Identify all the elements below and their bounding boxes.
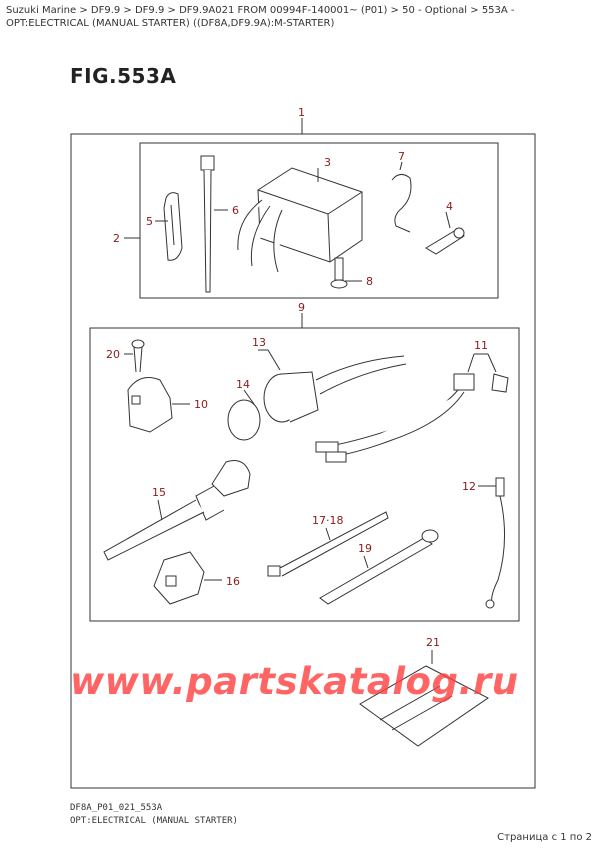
callout-13: 13 xyxy=(252,336,266,349)
callout-10: 10 xyxy=(194,398,208,411)
callout-16: 16 xyxy=(226,575,240,588)
figure-title: FIG.553A xyxy=(70,64,177,88)
callout-17-18: 17·18 xyxy=(312,514,344,527)
watermark: www.partskatalog.ru xyxy=(70,660,519,703)
callout-14: 14 xyxy=(236,378,250,391)
part-6-cable-tie xyxy=(200,155,228,293)
breadcrumb[interactable]: Suzuki Marine > DF9.9 > DF9.9 > DF9.9A02… xyxy=(6,5,515,29)
callout-12: 12 xyxy=(462,480,476,493)
part-11-harness xyxy=(315,353,509,463)
part-5-clip xyxy=(155,192,183,261)
part-15-sensor xyxy=(103,460,251,561)
callout-9: 9 xyxy=(298,301,305,314)
box-middle xyxy=(89,327,520,622)
callout-6: 6 xyxy=(232,204,239,217)
callout-2: 2 xyxy=(113,232,120,245)
part-13-connector xyxy=(227,349,407,441)
footer-code: DF8A_P01_021_553A xyxy=(70,803,163,813)
part-16-grommet xyxy=(153,551,222,605)
pager-text: Страница с 1 по 2 xyxy=(497,832,592,843)
callout-19: 19 xyxy=(358,542,372,555)
part-10-holder xyxy=(127,377,190,433)
part-17-18-cable-tie xyxy=(267,511,389,577)
part-20-screw xyxy=(124,339,145,373)
callout-11: 11 xyxy=(474,339,488,352)
part-12-ground-wire xyxy=(478,477,505,609)
part-4-pin xyxy=(425,211,465,255)
callout-4: 4 xyxy=(446,200,453,213)
callout-5: 5 xyxy=(146,215,153,228)
part-21-bag xyxy=(359,650,489,747)
box-top xyxy=(139,142,499,299)
footer-title: OPT:ELECTRICAL (MANUAL STARTER) xyxy=(70,816,238,826)
callout-7: 7 xyxy=(398,150,405,163)
callout-15: 15 xyxy=(152,486,166,499)
callout-1: 1 xyxy=(298,106,305,119)
callout-21: 21 xyxy=(426,636,440,649)
part-8-bolt xyxy=(330,257,362,289)
callout-20: 20 xyxy=(106,348,120,361)
part-3-rectifier xyxy=(237,167,363,273)
part-7-spring-clip xyxy=(391,161,412,233)
callout-8: 8 xyxy=(366,275,373,288)
outer-frame xyxy=(70,133,536,789)
part-19-protector xyxy=(319,529,439,605)
callout-3: 3 xyxy=(324,156,331,169)
